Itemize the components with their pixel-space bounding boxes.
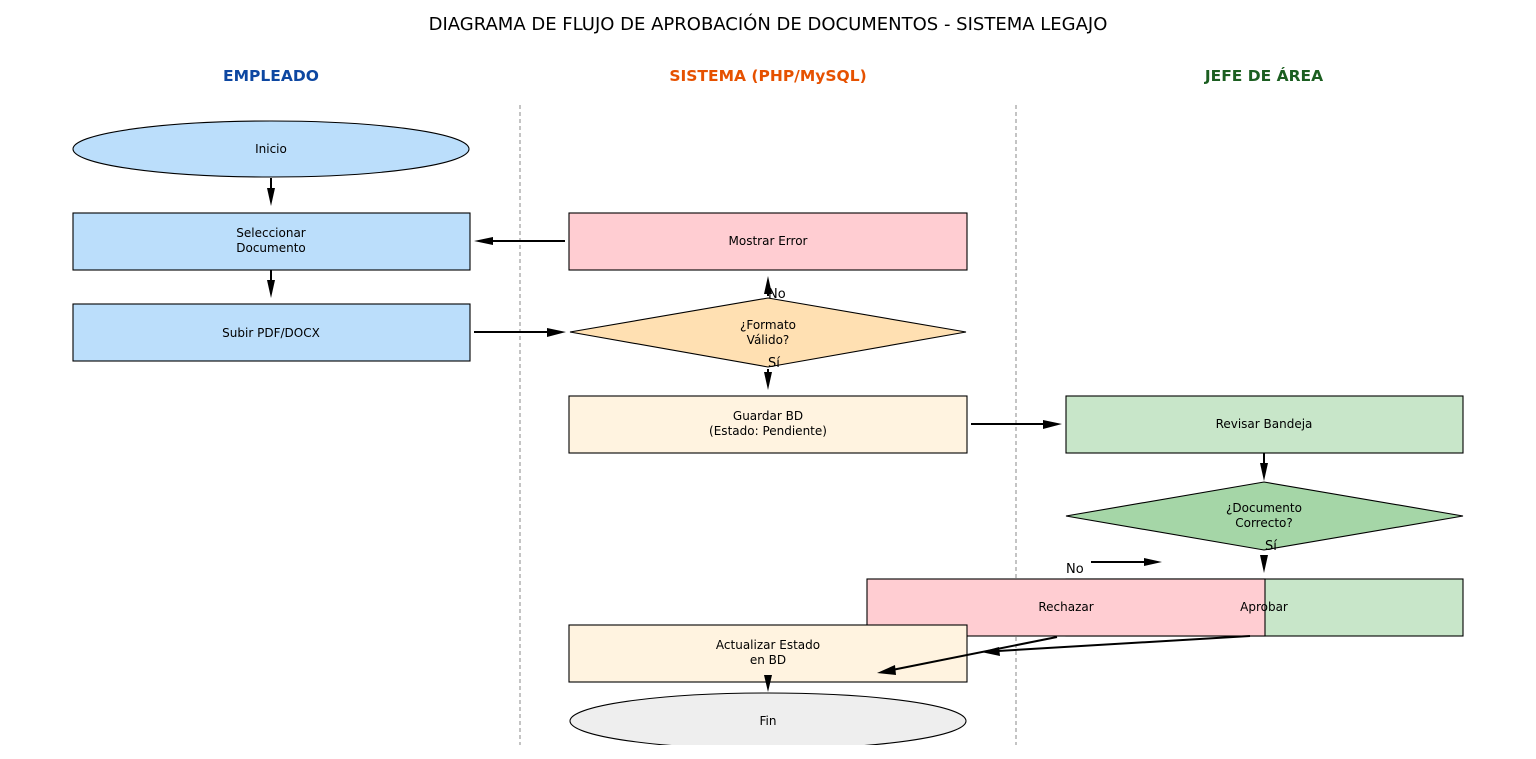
documento-correcto-label-line2: Correcto? [1235,516,1293,530]
formato-valido-label-line2: Válido? [747,333,790,347]
node-mostrar-error: Mostrar Error [568,212,968,271]
diagram-title: DIAGRAMA DE FLUJO DE APROBACIÓN DE DOCUM… [429,13,1108,35]
subir-rect [72,303,471,362]
documento-correcto-label-line1: ¿Documento [1226,501,1302,515]
edge-inicio-to-seleccionar [267,178,275,206]
arrow-head [1144,558,1162,566]
fin-ellipse [569,692,967,745]
node-actualizar-estado: Actualizar Estado en BD [568,624,968,683]
edge-label-no-documento: No [1066,562,1084,577]
arrow-head [764,276,772,294]
guardar-bd-label-line2: (Estado: Pendiente) [709,424,827,438]
guardar-bd-rect [568,395,968,454]
fin-label: Fin [760,714,777,728]
arrow-head [764,372,772,390]
subir-label: Subir PDF/DOCX [222,326,320,340]
arrow-head [1043,420,1062,429]
edge-formato-to-guardar: Sí [764,356,780,390]
revisar-bandeja-rect [1065,395,1464,454]
edge-aprobar-to-actualizar [981,635,1251,656]
edge-actualizar-to-fin [764,675,772,692]
edge-documento-to-aprobar: Sí [1260,539,1277,573]
revisar-bandeja-label: Revisar Bandeja [1216,417,1313,431]
mostrar-error-rect [568,212,968,271]
node-subir-pdf-docx: Subir PDF/DOCX [72,303,471,362]
edge-rechazar-to-actualizar [877,636,1058,675]
node-fin: Fin [569,692,967,745]
lane-header-jefe: JEFE DE ÁREA [1204,66,1323,85]
seleccionar-rect [72,212,471,271]
documento-correcto-diamond [1065,481,1464,551]
arrow-head [877,665,896,675]
node-documento-correcto: ¿Documento Correcto? [1065,481,1464,551]
lane-header-empleado: EMPLEADO [223,67,319,85]
formato-valido-diamond [569,297,967,368]
node-seleccionar-documento: Seleccionar Documento [72,212,471,271]
arrow-head [267,188,275,206]
arrow-head [474,237,493,245]
edge-documento-to-rechazar: No [1066,558,1162,577]
edge-label-si-documento: Sí [1265,539,1277,554]
node-inicio: Inicio [72,120,470,178]
edge-formato-to-mostrar-error: No [764,276,786,302]
edge-label-si-formato: Sí [768,356,780,371]
inicio-label: Inicio [255,142,287,156]
edge-mostrar-error-to-seleccionar [474,237,565,245]
actualizar-estado-label-line1: Actualizar Estado [716,638,820,652]
edge-subir-to-formato [474,328,566,337]
actualizar-estado-rect [568,624,968,683]
aprobar-label: Aprobar [1240,600,1288,614]
node-revisar-bandeja: Revisar Bandeja [1065,395,1464,454]
edge-guardar-to-revisar [971,420,1062,429]
arrow-head [1260,555,1268,573]
seleccionar-label-line1: Seleccionar [236,226,306,240]
node-formato-valido: ¿Formato Válido? [569,297,967,368]
inicio-ellipse [72,120,470,178]
formato-valido-label-line1: ¿Formato [740,318,796,332]
seleccionar-label-line2: Documento [236,241,306,255]
arrow-head [547,328,566,337]
guardar-bd-label-line1: Guardar BD [733,409,803,423]
node-guardar-bd: Guardar BD (Estado: Pendiente) [568,395,968,454]
arrow-head [981,647,1000,656]
edge-revisar-to-documento [1260,453,1268,481]
mostrar-error-label: Mostrar Error [729,234,808,248]
edge-seleccionar-to-subir [267,270,275,298]
actualizar-estado-label-line2: en BD [750,653,786,667]
lane-header-sistema: SISTEMA (PHP/MySQL) [669,67,866,85]
arrow-head [267,280,275,298]
edge-label-no-formato: No [768,287,786,302]
rechazar-label: Rechazar [1038,600,1093,614]
arrow-head [1260,463,1268,481]
arrow-head [764,675,772,692]
